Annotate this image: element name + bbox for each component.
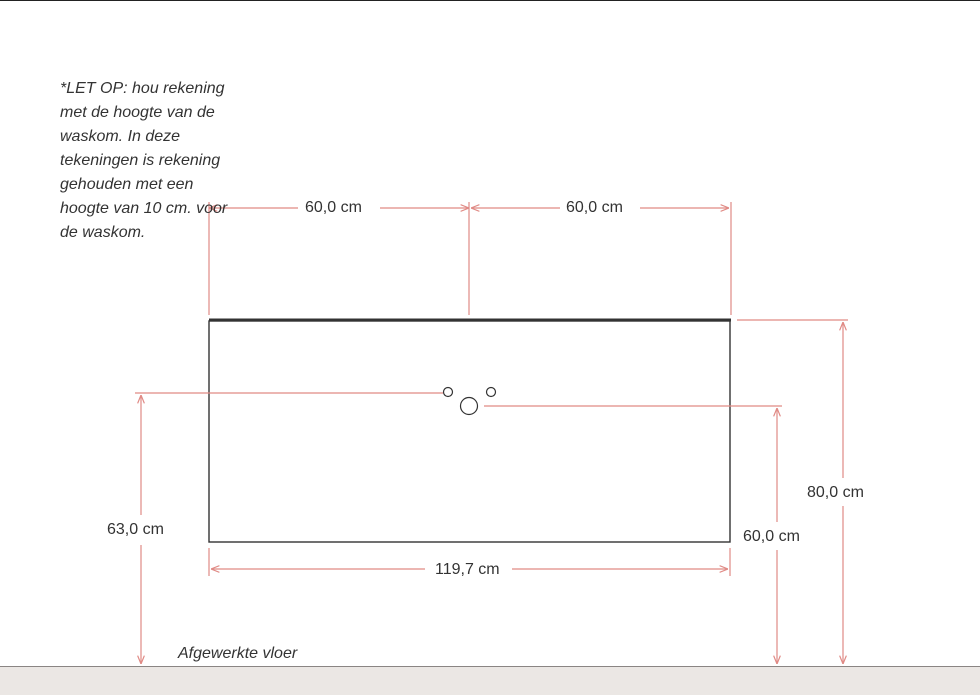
finished-floor xyxy=(0,666,980,695)
label-cabinet-width: 119,7 cm xyxy=(435,561,500,578)
label-top-left-width: 60,0 cm xyxy=(305,199,362,216)
label-cabinet-bottom-height: 60,0 cm xyxy=(743,528,800,545)
tap-hole-right xyxy=(485,386,497,398)
note-text: *LET OP: hou rekening met de hoogte van … xyxy=(60,80,228,241)
top-border xyxy=(0,0,980,1)
cabinet-outline xyxy=(208,320,731,543)
label-overall-height: 80,0 cm xyxy=(807,484,864,501)
label-top-right-width: 60,0 cm xyxy=(566,199,623,216)
drain-hole xyxy=(459,396,479,416)
floor-label: Afgewerkte vloer xyxy=(178,645,298,662)
tap-hole-left xyxy=(442,386,454,398)
label-drain-height: 63,0 cm xyxy=(107,521,164,538)
